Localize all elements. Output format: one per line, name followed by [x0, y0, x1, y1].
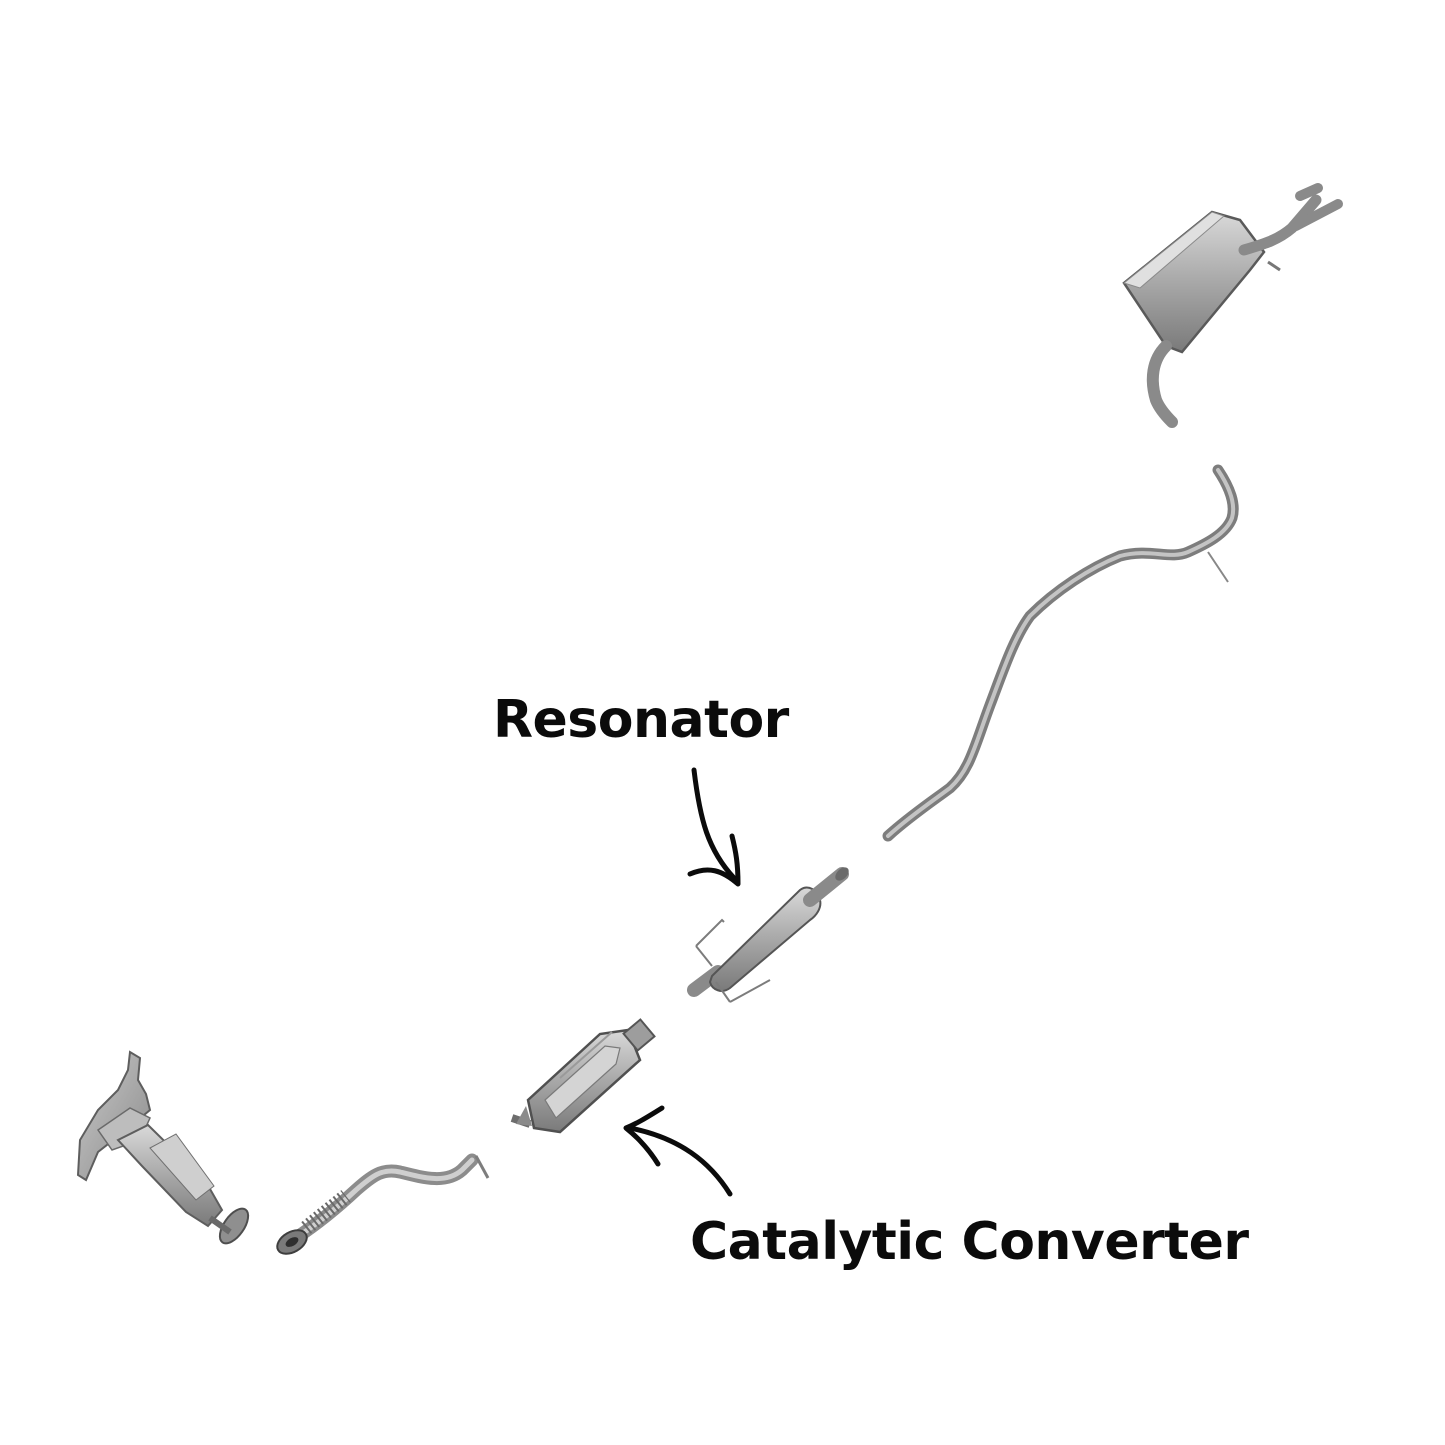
resonator-arrow	[687, 767, 741, 887]
flex-pipe-icon	[276, 1153, 490, 1255]
catalytic-converter-label: Catalytic Converter	[690, 1212, 1249, 1272]
catalytic-converter-arrow	[623, 1105, 733, 1197]
pipe-icon	[882, 464, 1239, 842]
exhaust-manifold-icon	[76, 1050, 250, 1245]
resonator-label: Resonator	[493, 690, 789, 750]
muffler-icon	[1122, 183, 1343, 428]
catalytic-converter-icon	[510, 1018, 656, 1134]
resonator-icon	[687, 867, 849, 1003]
